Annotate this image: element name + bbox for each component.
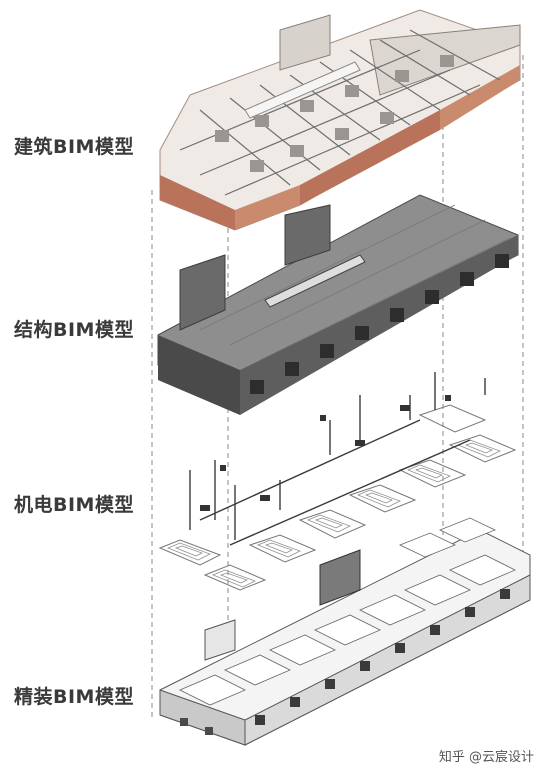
mep-model: [158, 372, 517, 591]
interior-model: [159, 517, 531, 746]
layer-label-interior: 精装BIM模型: [14, 686, 134, 708]
layer-label-architecture: 建筑BIM模型: [14, 136, 134, 158]
alignment-lines: [151, 55, 524, 720]
watermark: 知乎 @云宸设计: [438, 750, 534, 765]
architecture-model: [159, 9, 521, 231]
layer-label-mep: 机电BIM模型: [14, 494, 134, 516]
structure-model: [157, 194, 519, 415]
layer-label-structure: 结构BIM模型: [14, 319, 134, 341]
